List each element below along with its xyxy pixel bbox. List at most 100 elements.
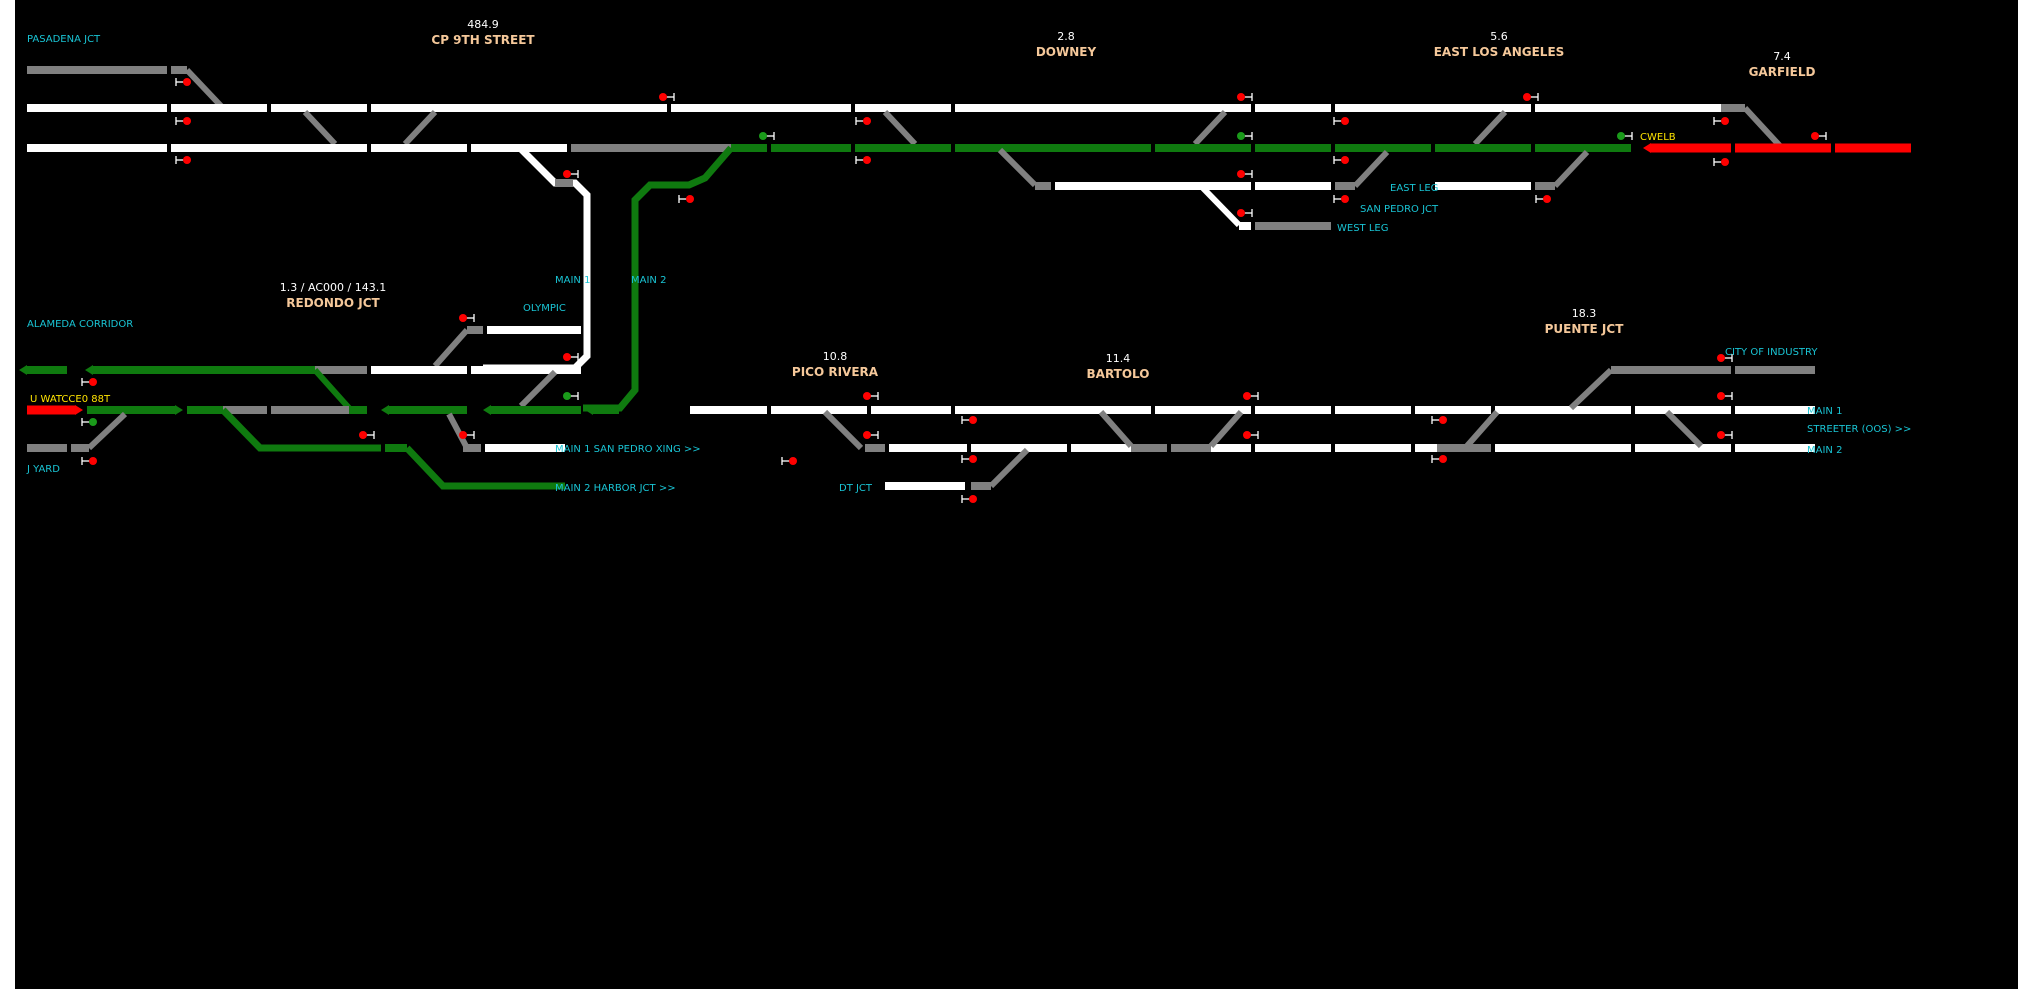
- alameda-corridor-label: ALAMEDA CORRIDOR: [27, 319, 133, 330]
- signal-icon[interactable]: [961, 455, 977, 463]
- signal-icon[interactable]: [1717, 431, 1733, 439]
- dt-jct-label: DT JCT: [839, 483, 873, 494]
- signal-icon[interactable]: [1811, 132, 1827, 140]
- switch-crossover[interactable]: [1568, 367, 1614, 411]
- switch-crossover[interactable]: [1664, 409, 1704, 449]
- station-milepost: 1.3 / AC000 / 143.1: [280, 281, 386, 294]
- signal-icon[interactable]: [459, 314, 475, 322]
- switch-crossover[interactable]: [1464, 410, 1500, 448]
- switch-crossover[interactable]: [997, 147, 1038, 188]
- station-name: BARTOLO: [1087, 367, 1150, 381]
- signal-icon[interactable]: [1523, 93, 1539, 101]
- switch-crossover[interactable]: [1192, 109, 1228, 147]
- signal-icon[interactable]: [863, 431, 879, 439]
- signal-icon[interactable]: [175, 78, 191, 86]
- signal-icon[interactable]: [863, 392, 879, 400]
- signal-icon[interactable]: [1333, 117, 1349, 125]
- station-milepost: 11.4: [1106, 352, 1131, 365]
- dispatch-panel: 484.9 CP 9TH STREET 2.8 DOWNEY 5.6 EAST …: [15, 0, 2018, 989]
- switch-crossover[interactable]: [184, 67, 225, 110]
- train-symbol-watcc[interactable]: U WATCCE0 88T: [30, 394, 111, 405]
- signal-icon[interactable]: [678, 195, 694, 203]
- signal-icon[interactable]: [1535, 195, 1551, 203]
- switch-crossover[interactable]: [1352, 149, 1390, 189]
- signal-icon[interactable]: [359, 431, 375, 439]
- signal-icon[interactable]: [1431, 455, 1447, 463]
- signal-icon[interactable]: [1431, 416, 1447, 424]
- train-arrow: [585, 405, 593, 415]
- signal-icon[interactable]: [175, 156, 191, 164]
- signal-icon[interactable]: [659, 93, 675, 101]
- main2-harbor-route[interactable]: [220, 407, 381, 452]
- main1-right-label: MAIN 1: [1807, 406, 1842, 417]
- switch-crossover[interactable]: [1552, 149, 1590, 189]
- j-yard-label: J YARD: [26, 464, 60, 475]
- switch-crossover[interactable]: [432, 328, 470, 368]
- signal-icon[interactable]: [1237, 209, 1253, 217]
- signal-icon[interactable]: [855, 117, 871, 125]
- signal-icon[interactable]: [759, 132, 775, 140]
- signal-icon[interactable]: [81, 418, 97, 426]
- main1-san-pedro-label[interactable]: MAIN 1 SAN PEDRO XING >>: [555, 444, 701, 455]
- station-name: PICO RIVERA: [792, 365, 879, 379]
- east-leg-label: EAST LEG: [1390, 183, 1438, 194]
- main2-harbor-label[interactable]: MAIN 2 HARBOR JCT >>: [555, 483, 676, 494]
- switch-crossover[interactable]: [882, 109, 918, 147]
- switch-crossover[interactable]: [402, 109, 438, 147]
- switch-crossover[interactable]: [1742, 105, 1783, 149]
- signal-icon[interactable]: [961, 416, 977, 424]
- pasadena-jct-label: PASADENA JCT: [27, 34, 101, 45]
- station-name: PUENTE JCT: [1545, 322, 1625, 336]
- switch-crossover[interactable]: [1198, 183, 1242, 228]
- switch-crossover[interactable]: [822, 409, 864, 451]
- signal-icon[interactable]: [781, 457, 797, 465]
- switch-crossover[interactable]: [518, 369, 558, 409]
- switch-crossover[interactable]: [988, 447, 1030, 489]
- signal-icon[interactable]: [855, 156, 871, 164]
- signal-icon[interactable]: [563, 353, 579, 361]
- signal-icon[interactable]: [1243, 392, 1259, 400]
- train-arrow: [19, 365, 27, 375]
- switch-crossover[interactable]: [302, 109, 338, 147]
- switch-crossover[interactable]: [312, 367, 352, 411]
- upper-territory: [27, 66, 1911, 412]
- signal-icon[interactable]: [961, 495, 977, 503]
- signal-icon[interactable]: [563, 392, 579, 400]
- signal-icon[interactable]: [1237, 93, 1253, 101]
- signal-icon[interactable]: [1717, 392, 1733, 400]
- train-symbol-cwelb[interactable]: CWELB: [1640, 132, 1676, 143]
- main2-connector[interactable]: [583, 145, 734, 412]
- train-arrow: [85, 365, 93, 375]
- main1-vertical-label: MAIN 1: [555, 275, 590, 286]
- switch-crossover[interactable]: [86, 411, 128, 451]
- olympic-label: OLYMPIC: [523, 303, 566, 314]
- signal-icon[interactable]: [1713, 117, 1729, 125]
- signal-icon[interactable]: [1717, 354, 1733, 362]
- streeter-label[interactable]: STREETER (OOS) >>: [1807, 424, 1911, 435]
- train-arrow: [175, 405, 183, 415]
- signal-icon[interactable]: [1243, 431, 1259, 439]
- switch-crossover[interactable]: [446, 412, 470, 450]
- station-milepost: 5.6: [1490, 30, 1508, 43]
- city-of-industry-label: CITY OF INDUSTRY: [1725, 347, 1818, 358]
- signal-icon[interactable]: [1617, 132, 1633, 140]
- signals: [81, 78, 1827, 503]
- station-name: REDONDO JCT: [286, 296, 380, 310]
- signal-icon[interactable]: [1237, 132, 1253, 140]
- signal-icon[interactable]: [81, 378, 97, 386]
- switch-crossover[interactable]: [1098, 410, 1134, 448]
- signal-icon[interactable]: [1333, 156, 1349, 164]
- signal-icon[interactable]: [563, 170, 579, 178]
- train-arrow: [381, 405, 389, 415]
- signal-icon[interactable]: [459, 431, 475, 439]
- switch-crossover[interactable]: [1472, 109, 1508, 147]
- signal-icon[interactable]: [1333, 195, 1349, 203]
- signal-icon[interactable]: [81, 457, 97, 465]
- signal-icon[interactable]: [1713, 158, 1729, 166]
- main2-harbor-route[interactable]: [404, 445, 565, 490]
- signal-icon[interactable]: [175, 117, 191, 125]
- lower-territory: [690, 366, 1815, 490]
- station-name: CP 9TH STREET: [431, 33, 535, 47]
- switch-crossover[interactable]: [1208, 410, 1244, 448]
- signal-icon[interactable]: [1237, 170, 1253, 178]
